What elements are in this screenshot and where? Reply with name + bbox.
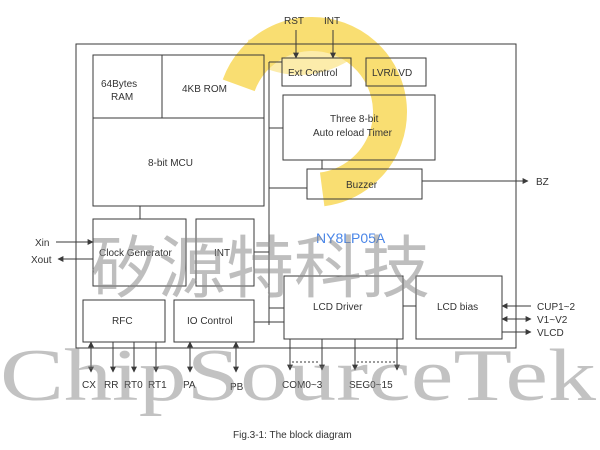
mcu-label: 8-bit MCU — [148, 158, 193, 169]
lvr-block — [365, 57, 427, 87]
ext-control-block — [281, 57, 352, 87]
pin-int: INT — [324, 16, 340, 27]
buzzer-block — [306, 168, 423, 200]
buzzer-label: Buzzer — [346, 180, 378, 191]
timer-label-2: Auto reload Timer — [313, 128, 393, 139]
rfc-label: RFC — [112, 316, 133, 327]
ram-label-2: RAM — [111, 92, 133, 103]
lvr-label: LVR/LVD — [372, 68, 412, 79]
clock-generator-label: Clock Generator — [99, 248, 172, 259]
pin-pa: PA — [183, 380, 196, 391]
pin-cup: CUP1~2 — [537, 302, 576, 313]
pin-bz: BZ — [536, 177, 549, 188]
mcu-block — [92, 117, 265, 207]
pin-xin: Xin — [35, 238, 49, 249]
pin-cx: CX — [82, 380, 96, 391]
pin-vlcd: VLCD — [537, 328, 564, 339]
timer-label-1: Three 8-bit — [330, 114, 379, 125]
pin-pb: PB — [230, 382, 244, 393]
io-control-block — [173, 299, 255, 343]
ext-control-label: Ext Control — [288, 68, 337, 79]
pin-xout: Xout — [31, 255, 52, 266]
lcd-bias-label: LCD bias — [437, 302, 478, 313]
figure-caption: Fig.3-1: The block diagram — [233, 430, 352, 441]
watermark-cn: 矽源特科技 — [90, 230, 430, 309]
lcd-driver-label: LCD Driver — [313, 302, 363, 313]
ram-label-1: 64Bytes — [101, 79, 137, 90]
pin-rt0: RT0 — [124, 380, 143, 391]
pin-v: V1~V2 — [537, 315, 568, 326]
logo-watermark — [217, 17, 407, 207]
pin-rt1: RT1 — [148, 380, 167, 391]
pin-rst: RST — [284, 16, 304, 27]
watermark-en: ChipSourceTek — [0, 335, 596, 417]
pin-rr: RR — [104, 380, 118, 391]
io-control-label: IO Control — [187, 316, 233, 327]
rom-label: 4KB ROM — [182, 84, 227, 95]
rfc-block — [82, 299, 166, 343]
pin-com: COM0~3 — [282, 380, 323, 391]
int-block-label: INT — [214, 248, 230, 259]
pin-seg: SEG0~15 — [349, 380, 393, 391]
part-number: NY8LP05A — [316, 230, 386, 246]
